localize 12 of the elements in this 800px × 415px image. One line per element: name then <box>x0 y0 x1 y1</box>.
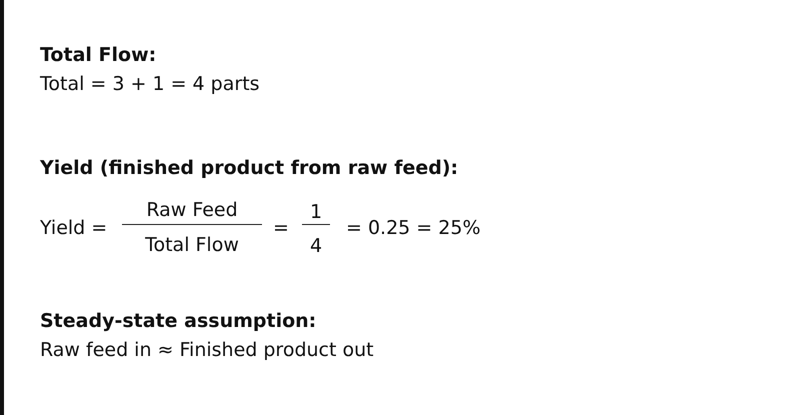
equation: Total = 3 + 1 = 4 parts <box>40 72 260 96</box>
section-heading: Steady-state assumption: <box>40 309 316 333</box>
statement: Raw feed in ≈ Finished product out <box>40 338 374 362</box>
numerator: Raw Feed <box>145 198 239 222</box>
equals-sign: = <box>272 216 290 240</box>
equation-result: = 0.25 = 25% <box>346 216 480 240</box>
section-heading: Total Flow: <box>40 43 156 67</box>
denominator: 4 <box>308 234 324 258</box>
section-heading: Yield (finished product from raw feed): <box>40 156 458 180</box>
numerator: 1 <box>308 200 324 224</box>
equation-term: Yield = <box>40 216 108 240</box>
denominator: Total Flow <box>144 233 240 257</box>
